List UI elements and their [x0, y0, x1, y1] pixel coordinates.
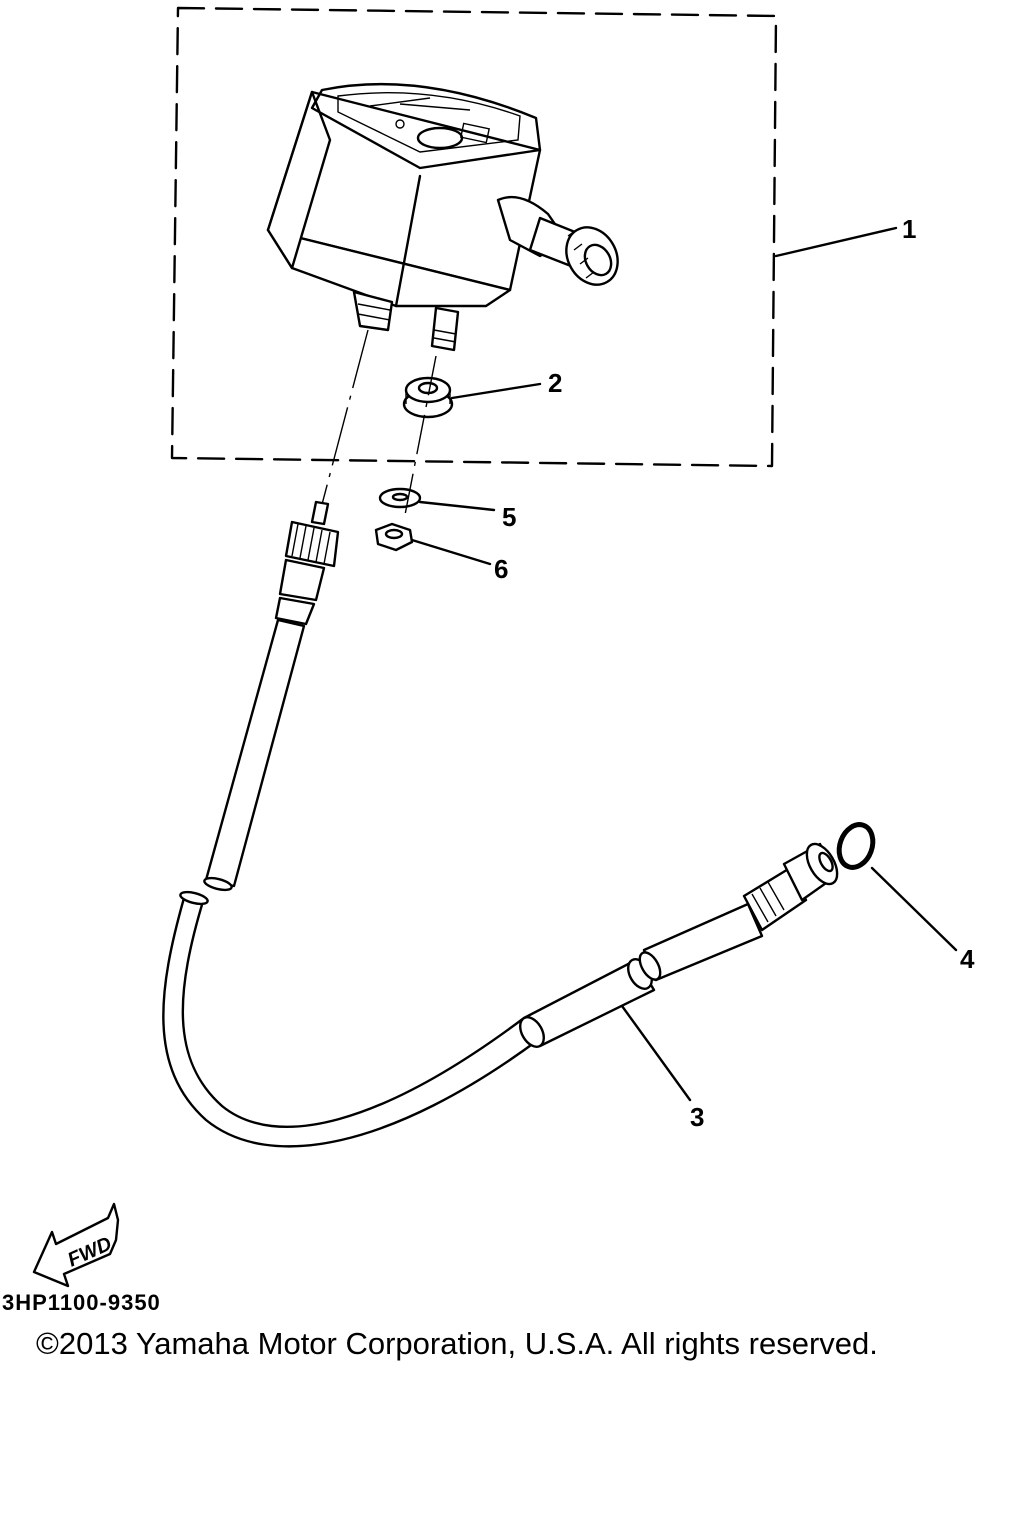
nut-part: [374, 522, 414, 552]
leader-line-6: [410, 538, 492, 566]
callout-2: 2: [548, 368, 562, 398]
mounting-centerline: [403, 355, 437, 521]
meter-cable: [162, 500, 839, 1148]
copyright-notice: ©2013 Yamaha Motor Corporation, U.S.A. A…: [36, 1326, 878, 1361]
assembly-dashed-box: [170, 6, 778, 468]
callout-3: 3: [690, 1102, 704, 1132]
washer-part: [378, 487, 422, 509]
callout-4: 4: [960, 944, 975, 974]
leader-line-3: [620, 1004, 692, 1102]
leader-line-1: [774, 226, 898, 258]
fwd-arrow-icon: FWD: [32, 1202, 120, 1288]
callout-5: 5: [502, 502, 516, 532]
callout-6: 6: [494, 554, 508, 584]
o-ring-part: [836, 822, 876, 870]
cable-centerline: [319, 329, 369, 513]
leader-line-5: [418, 500, 496, 512]
grommet-part: [402, 376, 454, 419]
leader-line-2: [450, 382, 542, 400]
diagram-code: 3HP1100-9350: [2, 1290, 161, 1315]
callout-1: 1: [902, 214, 916, 244]
speedometer-unit: [266, 82, 619, 352]
leader-line-4: [870, 866, 958, 952]
